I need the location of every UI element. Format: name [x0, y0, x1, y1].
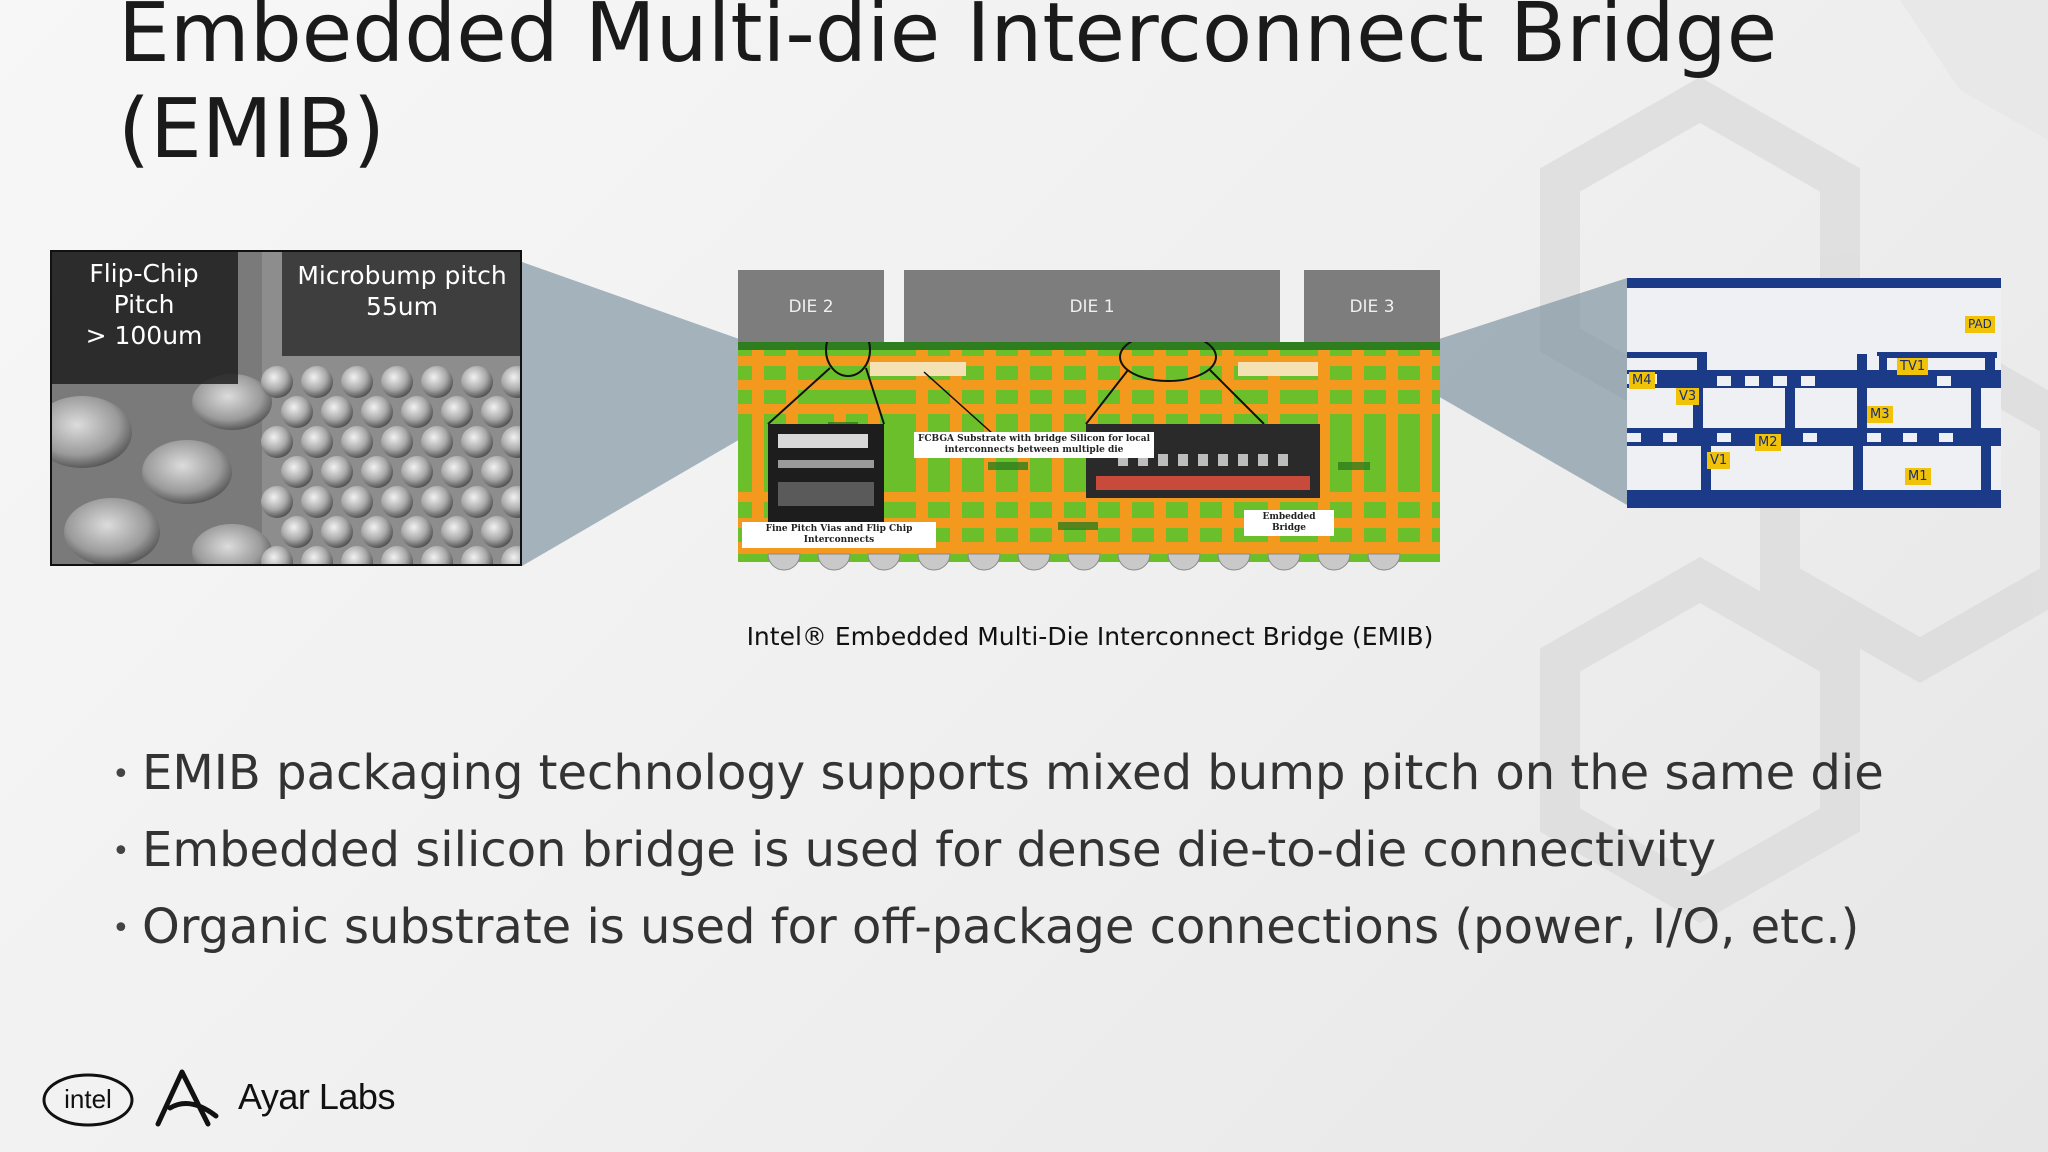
footer-logos: intel Ayar Labs: [40, 1060, 440, 1130]
embedded-bridge-callout: Embedded Bridge: [1244, 510, 1334, 536]
bridge-metal-layers-diagram: PAD TV1 M4 V3 M3 M2 V1 M1: [1627, 278, 2001, 508]
intel-logo-text: intel: [64, 1084, 112, 1114]
label-text: Flip-Chip: [89, 259, 199, 288]
label-text: > 100um: [85, 321, 203, 350]
bullet-item: • EMIB packaging technology supports mixe…: [112, 735, 1992, 812]
bullet-item: • Embedded silicon bridge is used for den…: [112, 812, 1992, 889]
substrate-cross-section: [738, 342, 1440, 571]
bullet-dot-icon: •: [112, 757, 130, 792]
bullet-dot-icon: •: [112, 911, 130, 946]
layer-tag-tv1: TV1: [1897, 358, 1929, 375]
label-text: 55um: [365, 292, 438, 321]
layer-tag-pad: PAD: [1965, 316, 1995, 333]
callout-text: FCBGA Substrate with bridge Silicon for …: [918, 434, 1150, 444]
flip-chip-pitch-label: Flip-Chip Pitch > 100um: [52, 252, 238, 384]
bullet-text: Organic substrate is used for off-packag…: [142, 899, 1860, 955]
diagram-caption: Intel® Embedded Multi-Die Interconnect B…: [746, 622, 1434, 651]
callout-text: interconnects between multiple die: [944, 445, 1124, 455]
bullet-text: EMIB packaging technology supports mixed…: [142, 745, 1884, 801]
label-text: Microbump pitch: [297, 261, 507, 290]
layer-tag-m1: M1: [1905, 468, 1931, 485]
bullet-text: Embedded silicon bridge is used for dens…: [142, 822, 1717, 878]
ayar-labs-logo-icon: [155, 1069, 219, 1127]
die-1: DIE 1: [904, 270, 1280, 344]
layer-tag-m3: M3: [1867, 406, 1893, 423]
layer-tag-m4: M4: [1629, 372, 1655, 389]
ayar-labs-logo-text: Ayar Labs: [238, 1076, 395, 1117]
title-line-2: (EMIB): [118, 82, 385, 177]
die-2: DIE 2: [738, 270, 884, 344]
fine-pitch-vias-callout: Fine Pitch Vias and Flip Chip Interconne…: [742, 522, 936, 548]
layer-tag-v1: V1: [1707, 452, 1731, 469]
title-line-1: Embedded Multi-die Interconnect Bridge: [118, 0, 1778, 81]
layer-tag-m2: M2: [1755, 434, 1781, 451]
bullet-list: • EMIB packaging technology supports mixe…: [112, 735, 1992, 966]
die-3: DIE 3: [1304, 270, 1440, 344]
microbump-sem-image: Flip-Chip Pitch > 100um Microbump pitch …: [50, 250, 522, 566]
slide-title: Embedded Multi-die Interconnect Bridge (…: [118, 0, 1818, 178]
layer-tag-v3: V3: [1676, 388, 1700, 405]
bullet-item: • Organic substrate is used for off-packa…: [112, 889, 1992, 966]
label-text: Pitch: [113, 290, 175, 319]
emib-package-diagram: DIE 2 DIE 1 DIE 3: [738, 270, 1440, 590]
bullet-dot-icon: •: [112, 834, 130, 869]
microbump-pitch-label: Microbump pitch 55um: [282, 252, 520, 356]
intel-logo-icon: intel: [42, 1073, 134, 1127]
substrate-callout: FCBGA Substrate with bridge Silicon for …: [914, 432, 1154, 458]
